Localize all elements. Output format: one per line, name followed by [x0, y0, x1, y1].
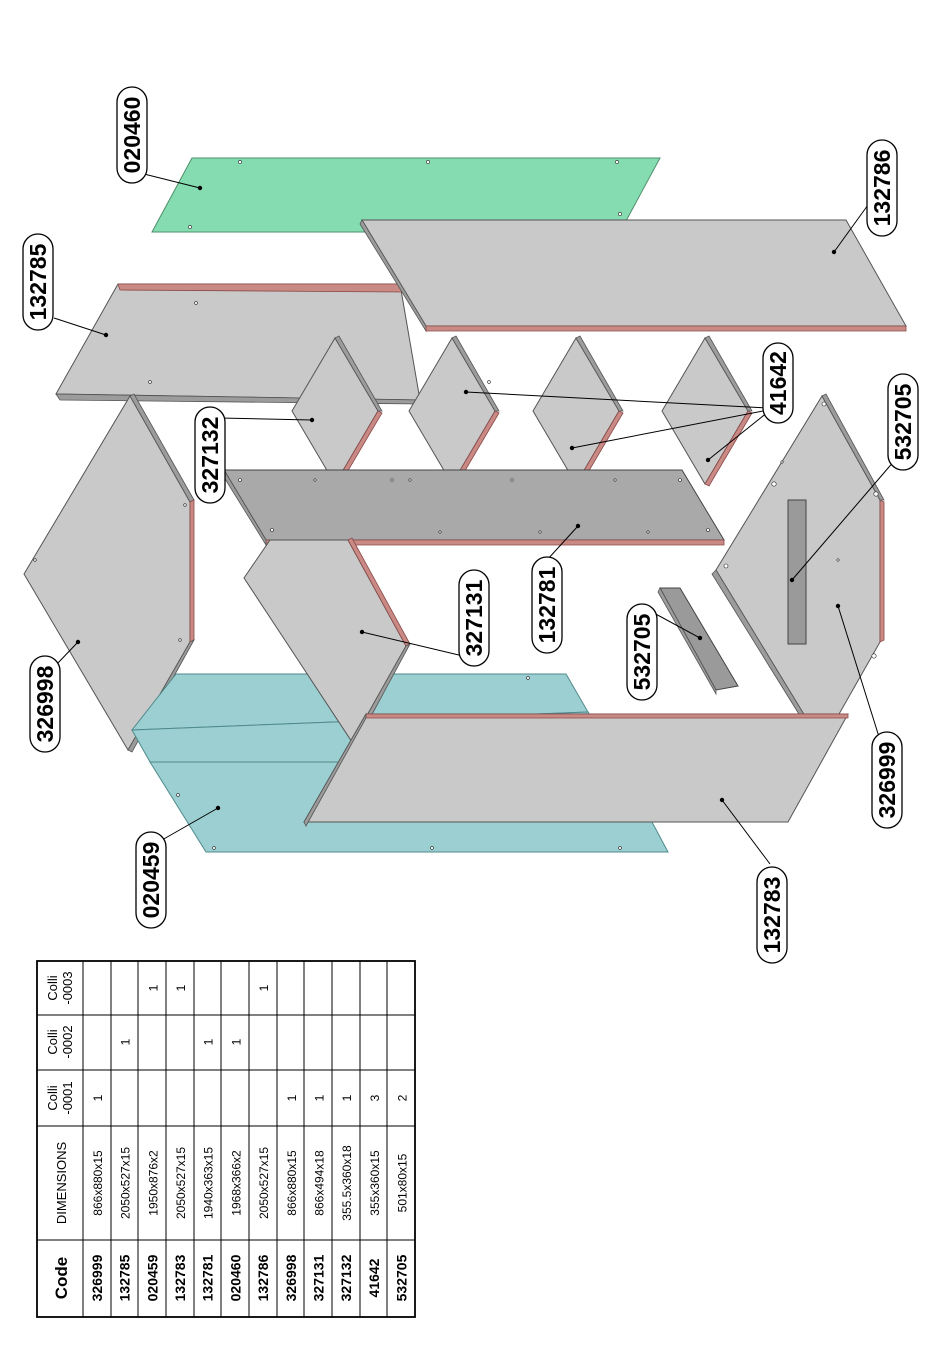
table-cell-colli1: 1 [312, 1094, 326, 1101]
shelf-41642-a [408, 335, 500, 487]
svg-text:020460: 020460 [119, 97, 145, 174]
table-cell-dimensions: 2050x527x15 [174, 1147, 188, 1219]
svg-text:326999: 326999 [874, 742, 900, 819]
table-cell-code: 327132 [338, 1254, 354, 1301]
shelf-41642-c [661, 335, 753, 487]
table-cell-dimensions: 2050x527x15 [119, 1147, 133, 1219]
table-cell-dimensions: 355x360x15 [368, 1150, 382, 1216]
svg-text:132783: 132783 [759, 877, 785, 954]
table-row: 326999 866x880x15 1 [89, 1094, 105, 1301]
table-row: 132786 2050x527x15 1 [255, 984, 271, 1301]
table-cell-colli3: 1 [174, 984, 188, 991]
table-cell-code: 132785 [117, 1254, 133, 1301]
svg-text:132786: 132786 [869, 150, 895, 227]
svg-text:327131: 327131 [461, 579, 487, 656]
svg-text:326998: 326998 [32, 665, 58, 742]
table-row: 41642 355x360x15 3 [366, 1094, 382, 1297]
table-cell-code: 326999 [89, 1254, 105, 1301]
leader-lines [53, 173, 896, 865]
table-cell-code: 132783 [172, 1254, 188, 1301]
table-cell-dimensions: 1950x876x2 [146, 1150, 160, 1216]
table-cell-dimensions: 2050x527x15 [257, 1147, 271, 1219]
table-cell-colli1: 1 [285, 1094, 299, 1101]
table-cell-code: 41642 [366, 1258, 382, 1297]
svg-text:020459: 020459 [138, 842, 164, 919]
table-row: 132785 2050x527x15 1 [117, 1038, 133, 1301]
callout-132783: 132783 [756, 866, 788, 964]
table-cell-code: 020460 [227, 1254, 243, 1301]
table-cell-colli1: 3 [368, 1094, 382, 1101]
callout-532705-mid: 532705 [626, 603, 658, 701]
table-row: 326998 866x880x15 1 [283, 1094, 299, 1301]
callout-326999: 326999 [871, 731, 903, 829]
table-cell-colli3: 1 [257, 984, 271, 991]
table-cell-colli2: 1 [202, 1038, 216, 1045]
parts-table: Code DIMENSIONS Colli -0001 Colli -0002 … [36, 960, 416, 1318]
table-row: 327132 355.5x360x18 1 [338, 1094, 354, 1301]
svg-text:132781: 132781 [534, 566, 560, 643]
callout-532705-top: 532705 [887, 373, 919, 471]
panel-327132 [291, 335, 383, 487]
table-cell-code: 532705 [394, 1254, 410, 1301]
svg-text:532705: 532705 [890, 383, 916, 460]
table-cell-code: 327131 [310, 1254, 326, 1301]
callout-020459: 020459 [135, 831, 167, 929]
table-cell-dimensions: 866x880x15 [91, 1150, 105, 1216]
svg-text:132785: 132785 [25, 243, 51, 320]
callout-132785: 132785 [22, 233, 54, 331]
table-row: 132781 1940x363x15 1 [200, 1038, 216, 1301]
table-cell-code: 132781 [200, 1254, 216, 1301]
table-row: 132783 2050x527x15 1 [172, 984, 188, 1301]
table-rows: 326999866x880x1511327852050x527x15102045… [89, 984, 410, 1301]
table-cell-code: 132786 [255, 1254, 271, 1301]
table-cell-dimensions: 1968x366x2 [229, 1150, 243, 1216]
table-cell-dimensions: 866x494x18 [312, 1150, 326, 1216]
table-cell-code: 020459 [144, 1254, 160, 1301]
callout-132781: 132781 [531, 556, 563, 654]
table-row: 020459 1950x876x2 1 [144, 984, 160, 1301]
table-cell-colli1: 2 [396, 1094, 410, 1101]
table-cell-colli2: 1 [229, 1038, 243, 1045]
callout-41642: 41642 [762, 342, 794, 424]
table-cell-dimensions: 1940x363x15 [202, 1147, 216, 1219]
table-header-colli3-b: -0003 [60, 971, 75, 1004]
panel-132783 [303, 712, 849, 827]
table-cell-dimensions: 866x880x15 [285, 1150, 299, 1216]
svg-text:327132: 327132 [197, 417, 223, 494]
table-row: 020460 1968x366x2 1 [227, 1038, 243, 1301]
rail-532705-a [657, 587, 739, 696]
table-cell-dimensions: 501x80x15 [396, 1153, 410, 1212]
table-header-colli3-a: Colli [45, 975, 60, 1000]
panel-132786 [359, 219, 907, 333]
table-header-dimensions: DIMENSIONS [54, 1142, 69, 1225]
callout-020460: 020460 [116, 86, 148, 184]
callout-327131: 327131 [458, 569, 490, 667]
table-cell-colli1: 1 [340, 1094, 354, 1101]
table-cell-colli3: 1 [146, 984, 160, 991]
shelf-41642-b [532, 335, 624, 487]
panel-132781 [221, 469, 725, 547]
table-header-colli2-a: Colli [45, 1029, 60, 1054]
table-cell-dimensions: 355.5x360x18 [340, 1145, 354, 1221]
table-cell-colli2: 1 [119, 1038, 133, 1045]
callout-132786: 132786 [866, 139, 898, 237]
table-header-colli1-b: -0001 [60, 1081, 75, 1114]
table-row: 327131 866x494x18 1 [310, 1094, 326, 1301]
svg-text:41642: 41642 [765, 351, 791, 415]
table-header-colli1-a: Colli [45, 1085, 60, 1110]
table-header-code: Code [52, 1257, 71, 1300]
table-row: 532705 501x80x15 2 [394, 1094, 410, 1301]
table-cell-code: 326998 [283, 1254, 299, 1301]
table-header-colli2-b: -0002 [60, 1025, 75, 1058]
table-cell-colli1: 1 [91, 1094, 105, 1101]
callout-326998: 326998 [29, 655, 61, 753]
callout-327132: 327132 [194, 406, 226, 504]
svg-text:532705: 532705 [629, 613, 655, 690]
panel-326999 [711, 393, 885, 749]
